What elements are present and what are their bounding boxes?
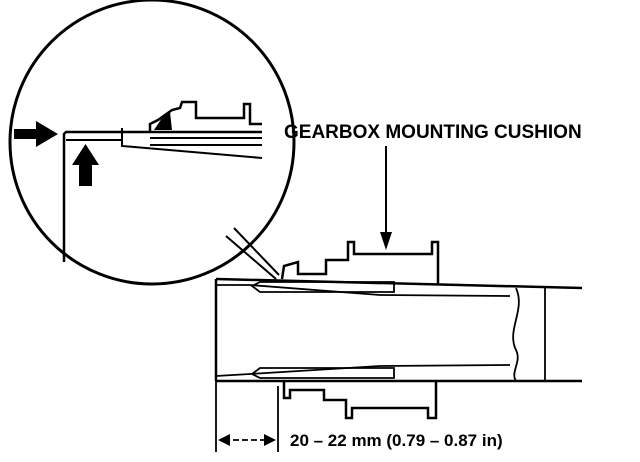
break-line: [512, 287, 520, 382]
cushion-bottom-profile: [282, 381, 438, 420]
cushion-bottom-insert: [250, 367, 395, 379]
outer-tube-top-line: [215, 277, 583, 290]
down-arrow-icon: [380, 232, 392, 250]
detail-leader-line-lower: [225, 235, 277, 280]
assembly-view: [214, 240, 583, 420]
inner-taper-bottom: [215, 364, 511, 377]
right-arrow-icon: [14, 121, 58, 147]
detail-bracket-profile: [148, 100, 262, 132]
inner-taper-top: [216, 284, 511, 297]
detail-cushion-taper: [121, 128, 263, 159]
detail-circle: [8, 0, 296, 286]
up-arrow-icon: [72, 144, 99, 186]
cushion-top-insert: [250, 281, 395, 293]
detail-tube-end: [62, 130, 262, 262]
detail-leader-line-upper: [233, 227, 280, 276]
double-headed-arrow-icon: [218, 434, 276, 446]
component-label: GEARBOX MOUNTING CUSHION: [284, 122, 582, 143]
dimension-label: 20 – 22 mm (0.79 – 0.87 in): [290, 431, 503, 450]
detail-wedge: [154, 112, 172, 130]
cushion-top-profile: [280, 240, 440, 284]
detail-magnifier: [8, 0, 296, 286]
